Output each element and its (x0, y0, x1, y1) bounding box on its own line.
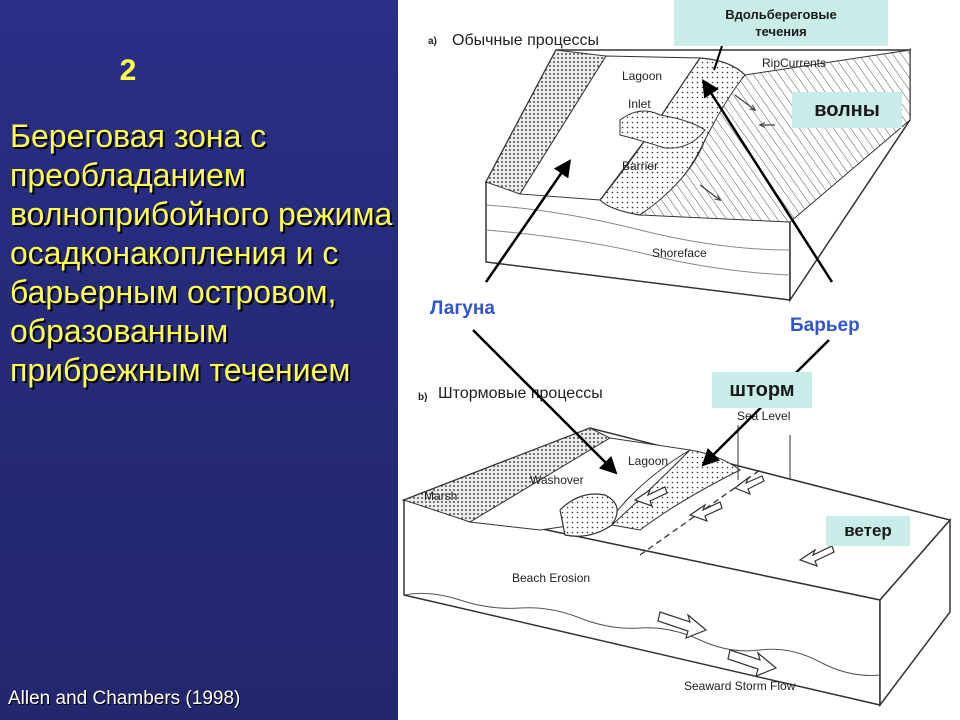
label-a-rip-currents: RipCurrents (762, 56, 826, 70)
barrier-island-diagram: a) Обычные процессы Lagoon Inlet Barrier… (401, 32, 952, 708)
callout-waves: волны (792, 92, 902, 128)
label-a-shoreface: Shoreface (652, 246, 707, 260)
label-b-lagoon: Lagoon (628, 454, 668, 468)
label-a-inlet: Inlet (628, 97, 651, 111)
callout-lagoon: Лагуна (430, 298, 495, 319)
longshore-pointer (713, 45, 723, 71)
label-a-lagoon: Lagoon (622, 69, 662, 83)
label-b-beach-erosion: Beach Erosion (512, 571, 590, 585)
label-b-seaward-storm-flow: Seaward Storm Flow (684, 679, 796, 693)
label-a-barrier: Barrier (622, 159, 658, 173)
panel-a-letter: a) (428, 36, 437, 47)
callout-wind: ветер (826, 516, 910, 546)
panel-b-title: Штормовые процессы (438, 385, 603, 402)
callout-longshore-currents: Вдольбереговые течения (674, 0, 888, 46)
panel-b-block (401, 425, 952, 708)
label-b-washover: Washover (530, 473, 584, 487)
title-panel (0, 0, 398, 720)
citation: Allen and Chambers (1998) (8, 688, 241, 709)
label-b-marsh: Marsh (424, 489, 457, 503)
lagoon-arrow-a (484, 159, 571, 283)
label-b-sea-level: Sea Level (737, 409, 790, 423)
panel-a-block (484, 47, 912, 303)
panel-a-title: Обычные процессы (452, 32, 599, 49)
callout-storm: шторм (712, 372, 812, 408)
slide-number: 2 (119, 54, 137, 87)
callout-barrier: Барьер (790, 315, 860, 336)
barrier-arrow-a (702, 79, 834, 283)
lagoon-arrow-b (472, 329, 618, 475)
slide-heading: Береговая зона с преобладанием волноприб… (10, 118, 393, 388)
panel-b-letter: b) (418, 392, 427, 403)
